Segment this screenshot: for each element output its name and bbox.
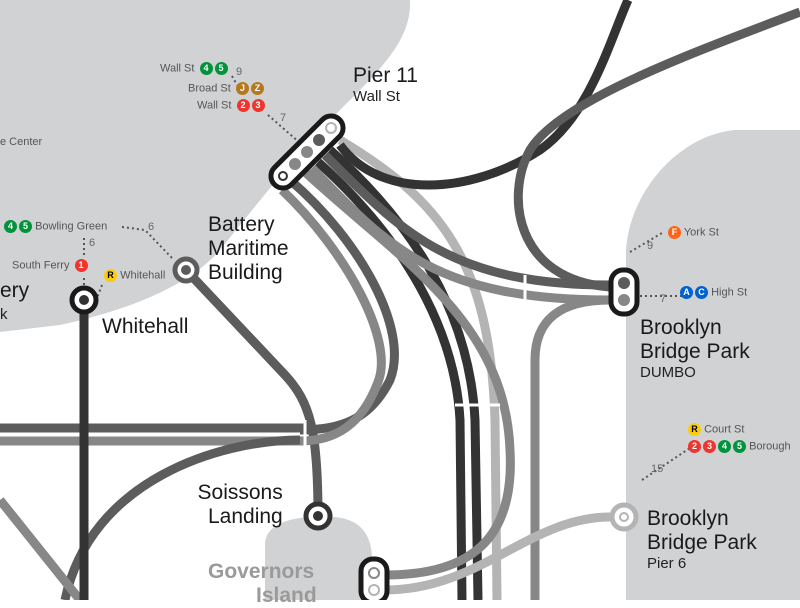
governors-label[interactable]: Governors Island <box>208 560 317 608</box>
label-line: Bridge Park <box>647 531 757 554</box>
bbp-dumbo-label[interactable]: Brooklyn Bridge Park DUMBO <box>640 316 750 381</box>
governors-island-land <box>265 516 372 600</box>
whitehall-label[interactable]: Whitehall <box>102 315 189 338</box>
station-name: Whitehall <box>120 269 166 282</box>
walk-minutes: 6 <box>89 237 96 249</box>
route-bullet: 2 <box>236 99 250 112</box>
route-bullet: 2 <box>688 440 701 453</box>
station-name: South Ferry <box>12 259 70 272</box>
route-bullet: Z <box>250 82 264 95</box>
label-line: Landing <box>208 505 283 528</box>
station-name: Broad St <box>188 82 231 95</box>
station-name: Wall St <box>160 62 195 75</box>
dumbo-landing-marker[interactable] <box>608 267 640 317</box>
route-gap <box>303 68 579 450</box>
ferry-route <box>336 0 633 190</box>
landing-subname: Wall St <box>353 88 400 105</box>
label-line: Building <box>208 261 283 284</box>
route-bullet: F <box>668 226 681 239</box>
route-bullet: 1 <box>74 259 88 272</box>
ferry-route <box>314 158 467 600</box>
walk-minutes: 15 <box>651 463 664 475</box>
station-name: High St <box>711 286 748 299</box>
ferry-route <box>530 295 611 600</box>
walk-minutes: 6 <box>148 221 155 233</box>
route-bullet: 4 <box>4 220 17 233</box>
label-line: Maritime <box>208 237 289 260</box>
landing-name: Pier 11 <box>353 64 418 87</box>
walk-minutes: 7 <box>660 293 667 305</box>
walk-minutes: 7 <box>280 112 287 124</box>
soissons-landing-marker[interactable] <box>303 501 333 531</box>
label-line: Bridge Park <box>640 340 750 363</box>
label-line: Brooklyn <box>647 507 729 530</box>
bbp-pier6-label[interactable]: Brooklyn Bridge Park Pier 6 <box>647 507 757 572</box>
route-bullet: R <box>104 269 117 282</box>
label-line: ery <box>0 279 30 302</box>
station-name: Borough <box>749 440 791 453</box>
station-name: Wall St <box>197 99 232 112</box>
route-bullet: 5 <box>214 62 228 75</box>
label-line: Governors <box>208 560 315 583</box>
route-bullet: 4 <box>199 62 213 75</box>
partial-label: ery <box>0 280 29 302</box>
label-line: Soissons <box>197 481 283 504</box>
route-bullet: 3 <box>703 440 716 453</box>
ferry-route <box>321 151 611 290</box>
battery-landing-marker[interactable] <box>172 256 200 284</box>
pier-11-landing-marker[interactable] <box>266 111 348 193</box>
walk-minutes: 9 <box>647 240 654 252</box>
pier6-landing-marker[interactable] <box>609 502 639 532</box>
station-name: Court St <box>704 423 745 436</box>
landing-subname: Pier 6 <box>647 555 687 572</box>
route-bullet: A <box>680 286 693 299</box>
route-bullet: R <box>688 423 701 436</box>
soissons-label[interactable]: Soissons Landing <box>196 481 283 529</box>
label-line: Battery <box>208 213 275 236</box>
route-bullet: 4 <box>718 440 731 453</box>
ferry-route <box>308 164 611 305</box>
subway-trade-center: e Center <box>0 136 43 148</box>
route-bullet: J <box>235 82 249 95</box>
partial-label: k <box>0 306 8 323</box>
label-line: Brooklyn <box>640 316 722 339</box>
route-bullet: 5 <box>19 220 32 233</box>
governors-landing-marker[interactable] <box>358 556 390 600</box>
ferry-route <box>182 266 323 517</box>
subway-whitehall: R Whitehall <box>102 269 165 282</box>
subway-york-st: F York St <box>666 226 719 239</box>
station-name: Bowling Green <box>35 220 108 233</box>
battery-maritime-label[interactable]: Battery Maritime Building <box>208 213 289 285</box>
ferry-route <box>278 186 386 446</box>
pier-11-label[interactable]: Pier 11 Wall St <box>353 64 418 105</box>
route-bullet: 5 <box>733 440 746 453</box>
walk-path <box>83 75 691 481</box>
whitehall-landing-marker[interactable] <box>69 285 99 315</box>
route-bullet: C <box>695 286 708 299</box>
route-bullet: 3 <box>251 99 265 112</box>
ferry-route <box>287 176 399 435</box>
walk-minutes: 9 <box>236 66 243 78</box>
manhattan-land <box>0 0 411 332</box>
station-name: York St <box>683 226 719 239</box>
subway-court-st: R Court St <box>686 423 744 436</box>
ferry-route <box>513 7 800 292</box>
ferry-route <box>327 146 483 600</box>
subway-south-ferry: South Ferry 1 <box>12 259 88 272</box>
ferry-route <box>384 512 611 595</box>
ferry-route <box>0 497 84 600</box>
brooklyn-land <box>626 130 800 600</box>
label-line: Island <box>256 584 317 607</box>
landing-subname: DUMBO <box>640 364 696 381</box>
